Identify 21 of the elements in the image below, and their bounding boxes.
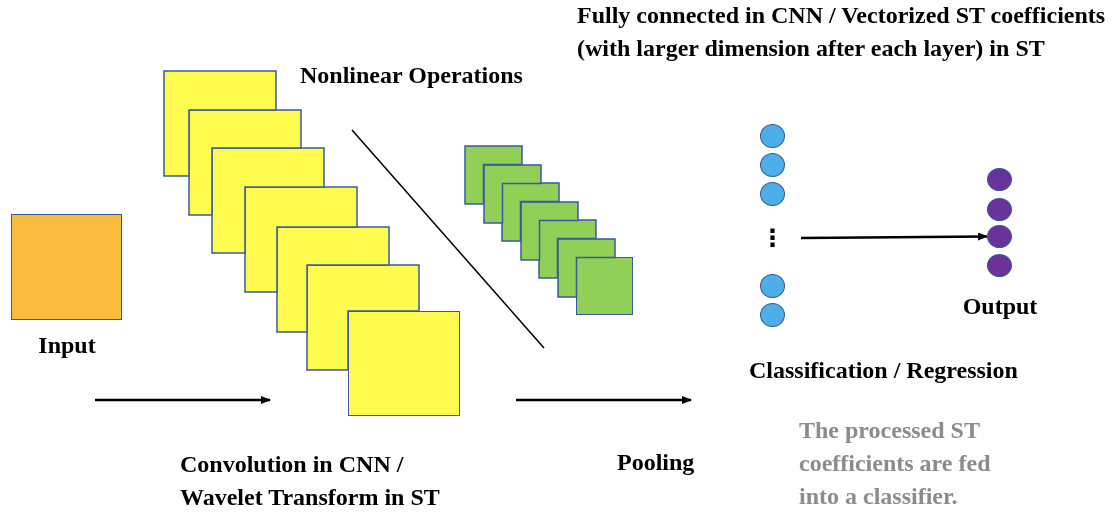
node-label: Input	[37, 331, 97, 360]
neuron-circle	[760, 303, 785, 327]
caption-text: Pooling	[617, 448, 696, 477]
output-neuron-circle	[987, 225, 1012, 248]
vertical-ellipsis: ⋮	[760, 222, 785, 254]
heading-text: Nonlinear Operations	[300, 61, 524, 90]
note-text: The processed ST coefficients are fed into a classifier.	[799, 416, 992, 511]
output-neuron-circle	[987, 168, 1012, 191]
arrow	[801, 232, 988, 241]
heading-text: Fully connected in CNN / Vectorized ST coefficients (with larger dimension after each layer) in ST	[577, 1, 1107, 63]
neuron-circle	[760, 124, 785, 148]
neuron-circle	[760, 153, 785, 177]
output-label: Output	[961, 292, 1039, 321]
caption-text: Classification / Regression	[749, 356, 1019, 385]
output-neuron-circle	[987, 254, 1012, 277]
caption-text: Convolution in CNN / Wavelet Transform in ST	[180, 450, 441, 512]
neuron-circle	[760, 274, 785, 298]
output-neuron-circle	[987, 198, 1012, 221]
neuron-circle	[760, 182, 785, 206]
feature-map-square	[348, 311, 460, 416]
pooled-map-square	[576, 257, 633, 315]
